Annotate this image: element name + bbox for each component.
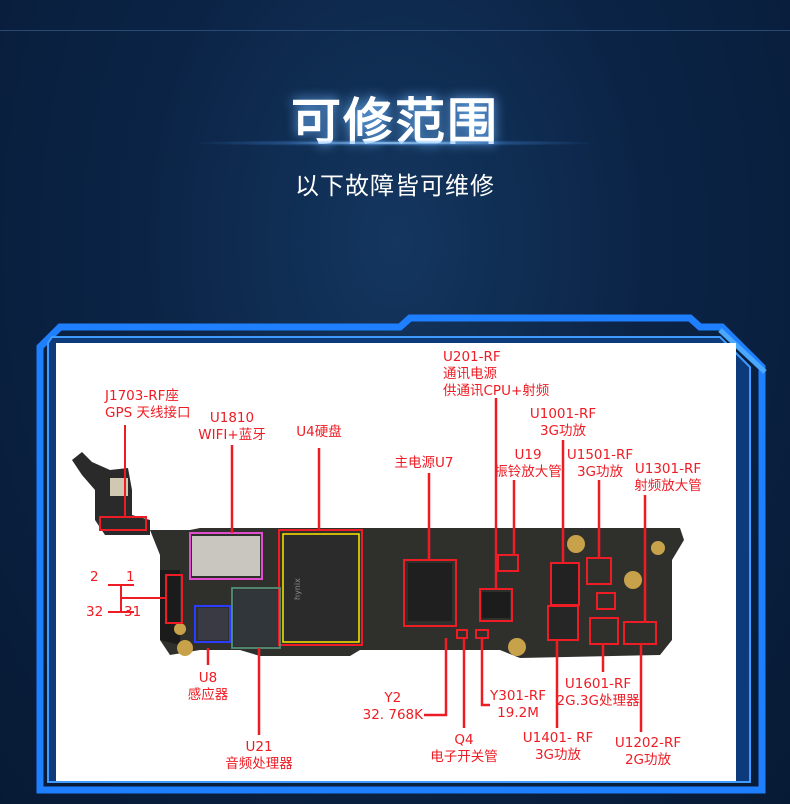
chip-u7 xyxy=(408,563,452,621)
pin-label-32: 32 xyxy=(86,604,104,620)
pin-label-1: 1 xyxy=(126,569,135,585)
chip-u4 xyxy=(283,534,359,642)
chip-u1810 xyxy=(192,536,260,576)
title-glow xyxy=(200,140,590,146)
svg-text:hynix: hynix xyxy=(293,578,302,600)
label-u4: U4硬盘 xyxy=(296,424,342,440)
chip-u21 xyxy=(234,590,278,646)
page-subtitle: 以下故障皆可维修 xyxy=(295,172,495,200)
label-u7: 主电源U7 xyxy=(394,455,454,471)
divider xyxy=(0,30,790,31)
pin-label-2: 2 xyxy=(90,569,99,585)
chip-u8 xyxy=(198,608,228,640)
pin-label-31: 31 xyxy=(124,604,142,620)
